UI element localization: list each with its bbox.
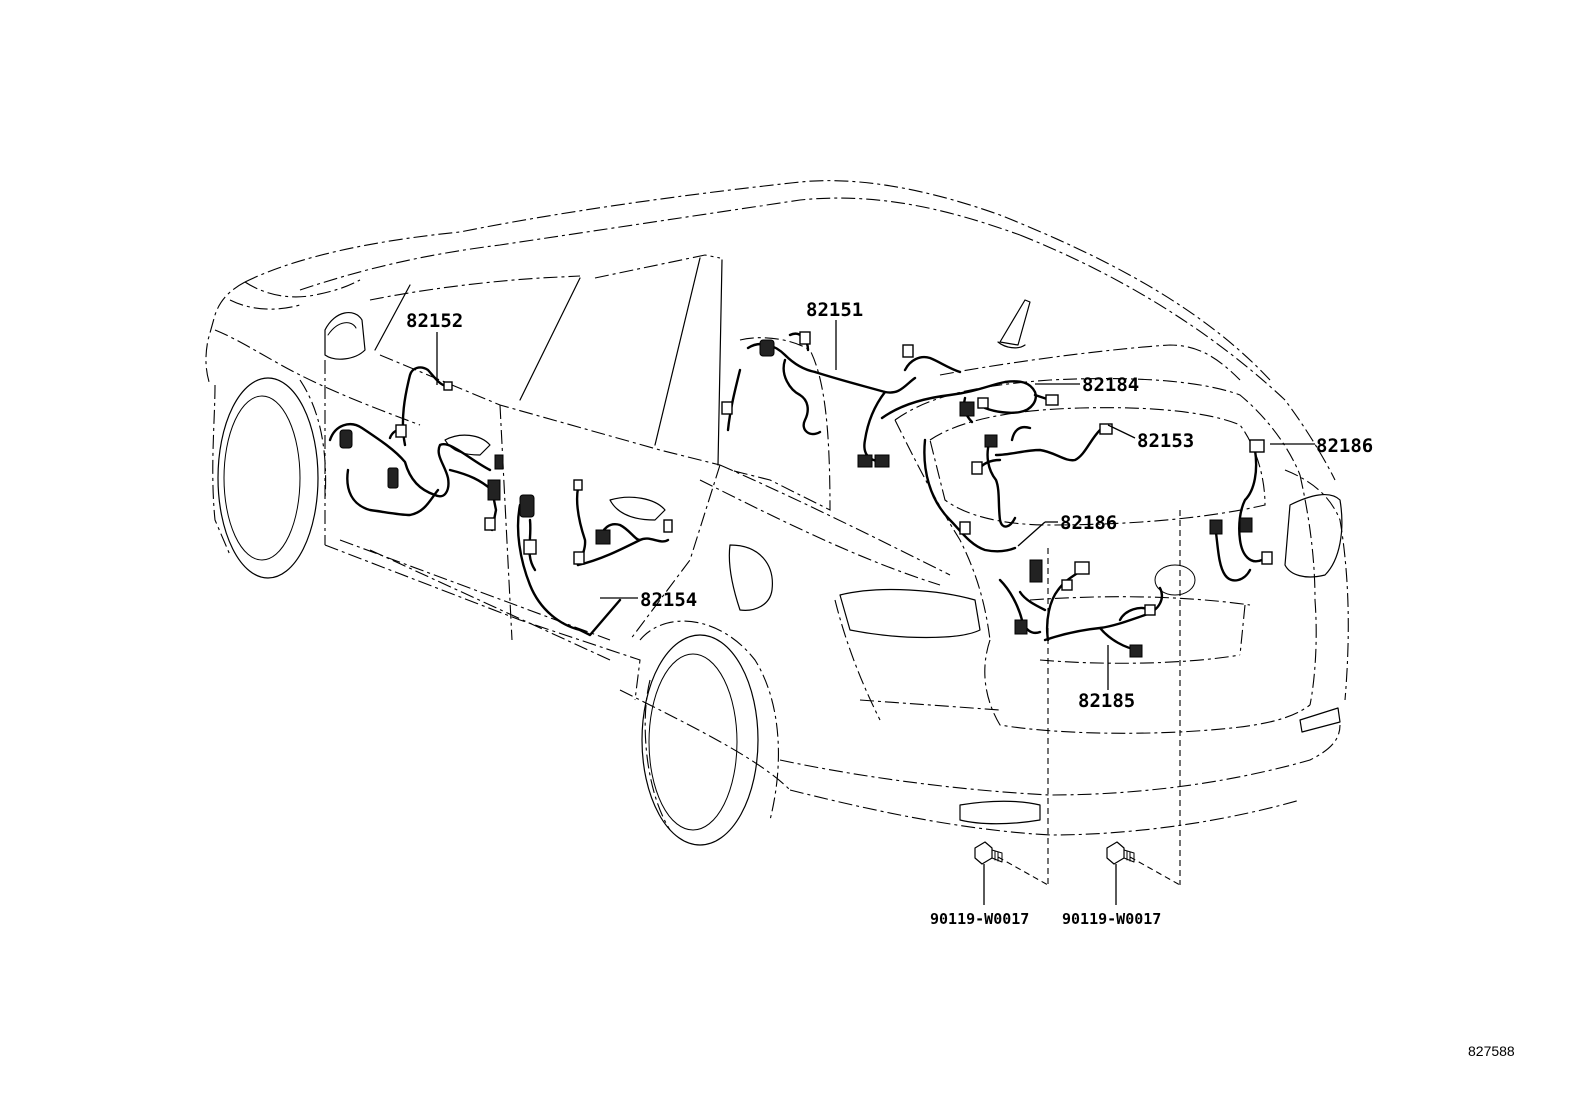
- fastener-guides: [997, 510, 1181, 886]
- harness-82185: [998, 559, 1164, 658]
- callout-82154: 82154: [640, 589, 697, 611]
- roof-antenna: [997, 299, 1031, 349]
- harness-82154: [516, 479, 673, 637]
- callout-82153: 82153: [1137, 430, 1194, 452]
- leader-lines: [436, 320, 1315, 690]
- vehicle-body: [205, 180, 1349, 846]
- bolt-icon: [1106, 841, 1135, 905]
- fastener-label-right: 90119-W0017: [1062, 910, 1161, 928]
- harness-82186: [1209, 439, 1273, 582]
- bolt-icon: [974, 841, 1003, 905]
- callout-82152: 82152: [406, 310, 463, 332]
- callout-82185: 82185: [1078, 690, 1135, 712]
- harness-82184: [880, 380, 1059, 424]
- fastener-label-left: 90119-W0017: [930, 910, 1029, 928]
- callout-82186-mid: 82186: [1060, 512, 1117, 534]
- harness-82152: [328, 366, 504, 532]
- diagram-reference-number: 827588: [1468, 1043, 1515, 1059]
- callout-82186-right: 82186: [1316, 435, 1373, 457]
- harness-82153: [923, 423, 1113, 553]
- wire-harnesses: [328, 299, 1273, 658]
- callout-82184: 82184: [1082, 374, 1139, 396]
- harness-82151: [721, 331, 962, 468]
- callout-82151: 82151: [806, 299, 863, 321]
